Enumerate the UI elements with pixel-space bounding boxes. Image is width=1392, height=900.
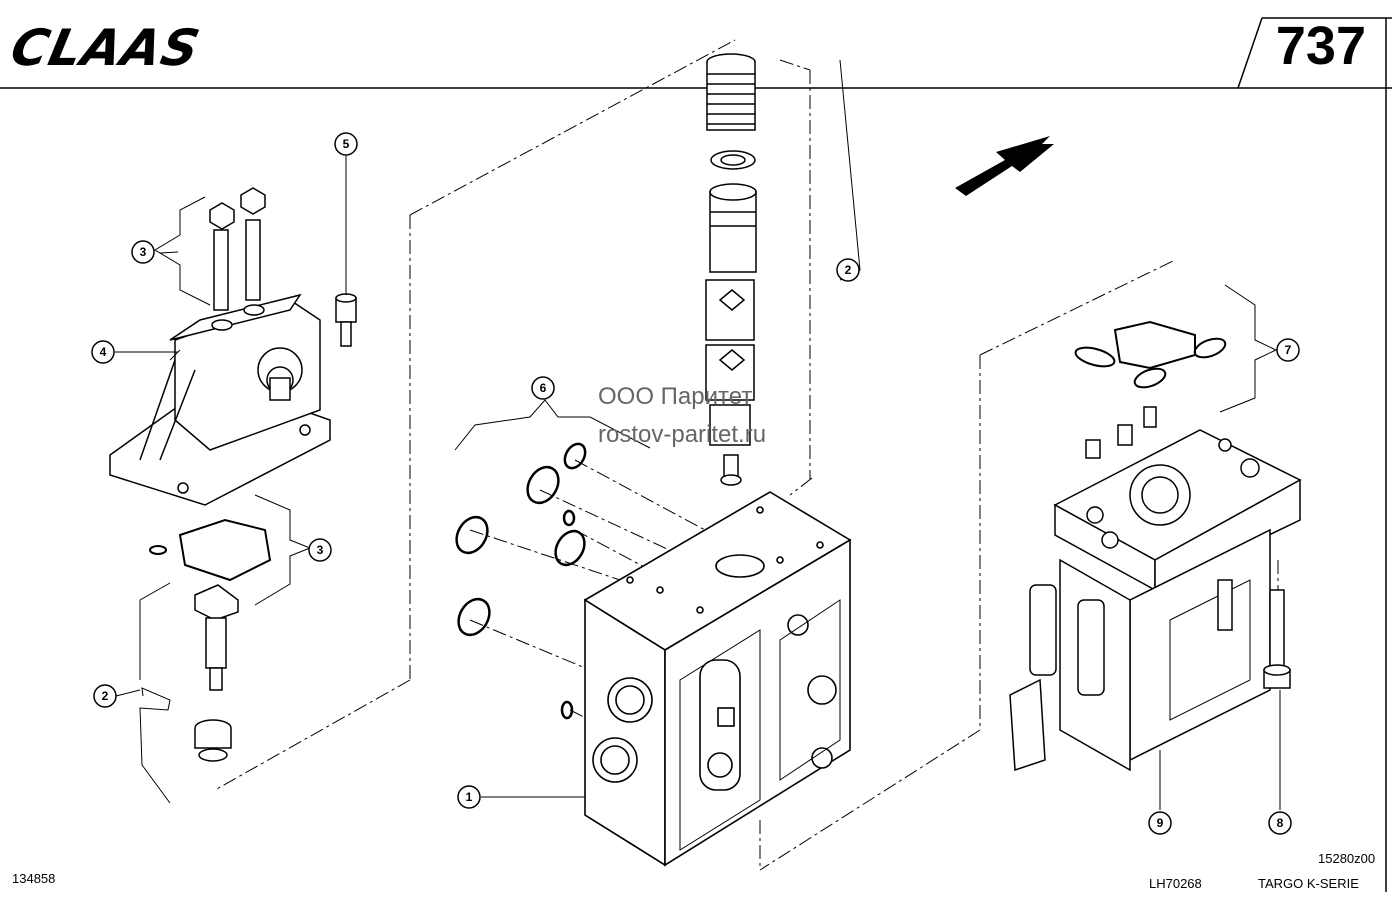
solenoid-housing: [1009, 406, 1302, 772]
svg-text:7: 7: [1285, 343, 1292, 357]
callout-2-center: 2: [836, 258, 860, 282]
page-number: 737: [1275, 16, 1366, 76]
callout-8: 8: [1268, 811, 1292, 835]
svg-text:3: 3: [317, 543, 324, 557]
svg-text:8: 8: [1277, 816, 1284, 830]
direction-arrow-icon: [955, 136, 1054, 196]
plunger: [194, 584, 239, 762]
callout-6: 6: [531, 376, 555, 400]
svg-text:2: 2: [845, 263, 852, 277]
callout-3-lower: 3: [308, 538, 332, 562]
svg-text:1: 1: [466, 790, 473, 804]
footer-right-code: 15280z00: [1318, 851, 1376, 866]
svg-text:5: 5: [343, 137, 350, 151]
gasket-upper-right: [1074, 320, 1227, 389]
svg-text:9: 9: [1157, 816, 1164, 830]
callout-3-upper: 3: [131, 240, 155, 264]
footer-left-code: 134858: [12, 871, 56, 886]
svg-text:3: 3: [140, 245, 147, 259]
footer-series: TARGO K-SERIE: [1258, 876, 1359, 891]
svg-text:6: 6: [540, 381, 547, 395]
explosion-lines: [214, 39, 1279, 871]
o-rings: [455, 442, 587, 720]
svg-text:2: 2: [102, 689, 109, 703]
callout-2-left: 2: [93, 684, 117, 708]
callout-1: 1: [457, 785, 481, 809]
callout-9: 9: [1148, 811, 1172, 835]
leader-lines: [115, 59, 1281, 810]
header-frame: [0, 17, 1392, 892]
gasket-lower: [149, 518, 272, 582]
watermark-company: ООО Паритет: [598, 383, 753, 410]
watermark-url: rostov-paritet.ru: [598, 421, 767, 448]
valve-block: [583, 491, 852, 867]
footer-center-code: LH70268: [1149, 876, 1202, 891]
callout-7: 7: [1276, 338, 1300, 362]
svg-text:4: 4: [100, 345, 107, 359]
spool-assembly: [705, 53, 757, 486]
cover-assembly: [109, 187, 357, 506]
callout-4: 4: [91, 340, 115, 364]
callout-5: 5: [334, 132, 358, 156]
